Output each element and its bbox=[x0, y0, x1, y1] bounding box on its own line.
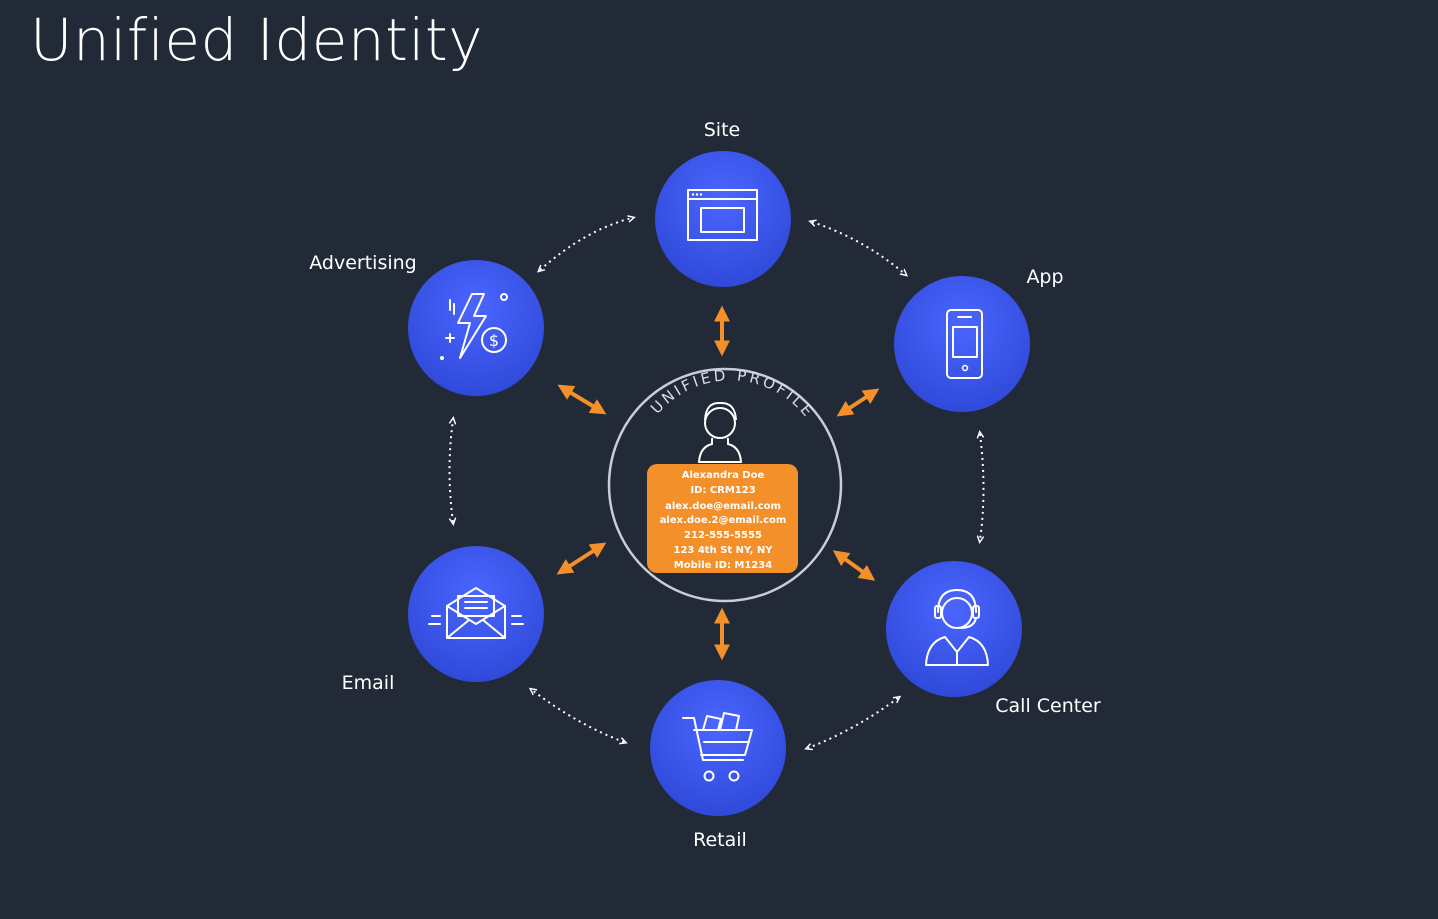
connector-email-advertising bbox=[448, 420, 454, 522]
node-label-call-center: Call Center bbox=[995, 695, 1101, 717]
node-label-advertising: Advertising bbox=[309, 252, 416, 274]
profile-email-2: alex.doe.2@email.com bbox=[660, 515, 787, 526]
browser-window-icon bbox=[687, 189, 758, 241]
app-circle bbox=[894, 276, 1030, 412]
arrow-advertising-profile bbox=[557, 384, 607, 415]
lightning-dollar-icon: $ bbox=[440, 293, 508, 360]
profile-card bbox=[647, 464, 798, 573]
profile-phone: 212-555-5555 bbox=[684, 530, 762, 541]
center-connectors bbox=[556, 305, 880, 661]
node-label-email: Email bbox=[342, 672, 395, 694]
site-circle bbox=[655, 151, 791, 287]
advertising-circle bbox=[408, 260, 544, 396]
shopping-cart-icon bbox=[682, 712, 753, 782]
profile-id: ID: CRM123 bbox=[690, 485, 755, 496]
profile-address: 123 4th St NY, NY bbox=[673, 545, 773, 556]
arrow-email-profile bbox=[556, 542, 607, 575]
page-title: Unified Identity bbox=[30, 6, 484, 74]
outer-connectors bbox=[448, 218, 985, 748]
headset-agent-icon bbox=[925, 589, 989, 666]
connector-call-center-retail bbox=[808, 698, 898, 748]
node-site[interactable]: Site bbox=[655, 119, 791, 287]
node-app[interactable]: App bbox=[894, 266, 1064, 412]
node-advertising[interactable]: $ Advertising bbox=[309, 252, 544, 396]
profile-name: Alexandra Doe bbox=[682, 470, 765, 481]
arrow-app-profile bbox=[836, 388, 880, 417]
connector-retail-email bbox=[532, 690, 624, 742]
envelope-icon bbox=[428, 587, 524, 639]
profile-mobile-id: Mobile ID: M1234 bbox=[674, 560, 772, 571]
email-circle bbox=[408, 546, 544, 682]
profile-card-lines: Alexandra Doe ID: CRM123 alex.doe@email.… bbox=[660, 470, 787, 571]
mobile-phone-icon bbox=[946, 309, 983, 379]
node-label-site: Site bbox=[704, 119, 740, 141]
node-retail[interactable]: Retail bbox=[650, 680, 786, 851]
node-email[interactable]: Email bbox=[342, 546, 544, 694]
node-label-retail: Retail bbox=[693, 829, 747, 851]
connector-app-call-center bbox=[980, 434, 985, 540]
call-center-circle bbox=[886, 561, 1022, 697]
arrow-call-center-profile bbox=[832, 550, 876, 581]
person-icon bbox=[697, 401, 743, 463]
unified-profile[interactable]: UNIFIED PROFILE Alexandra Doe ID: CRM123… bbox=[607, 366, 843, 603]
svg-text:$: $ bbox=[489, 331, 499, 350]
node-call-center[interactable]: Call Center bbox=[886, 561, 1101, 717]
connector-site-app bbox=[812, 222, 905, 274]
connector-advertising-site bbox=[540, 218, 632, 270]
retail-circle bbox=[650, 680, 786, 816]
node-label-app: App bbox=[1026, 266, 1063, 288]
profile-email-1: alex.doe@email.com bbox=[665, 501, 781, 512]
